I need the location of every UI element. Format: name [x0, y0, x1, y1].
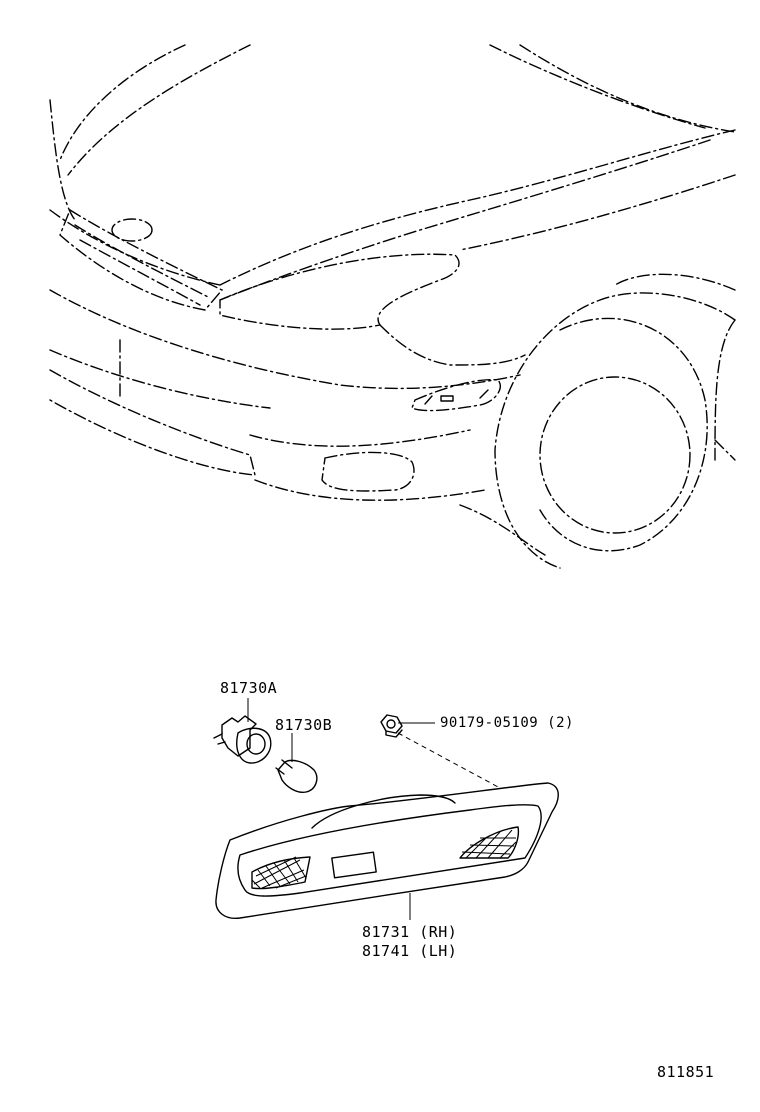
lamp-lh-label: 81741 (LH)	[362, 942, 457, 960]
lamp-lh-side: (LH)	[419, 942, 458, 960]
leader-lines	[247, 698, 501, 920]
socket-part-number: 81730A	[220, 679, 278, 697]
lamp-rh-side: (RH)	[419, 923, 458, 941]
socket-illustration	[213, 715, 272, 764]
illustration-id: 811851	[657, 1063, 715, 1081]
bulb-part-number: 81730B	[275, 716, 333, 734]
side-marker-lamp-illustration	[215, 782, 559, 919]
nut-part-number: 90179-05109	[440, 715, 539, 731]
nut-part-label: 90179-05109 (2)	[440, 715, 574, 731]
nut-quantity: (2)	[547, 715, 574, 731]
bulb-illustration	[275, 759, 318, 794]
lamp-rh-part-number: 81731	[362, 923, 410, 941]
lamp-lh-part-number: 81741	[362, 942, 410, 960]
car-front-outline	[49, 44, 736, 569]
lamp-rh-label: 81731 (RH)	[362, 923, 457, 941]
